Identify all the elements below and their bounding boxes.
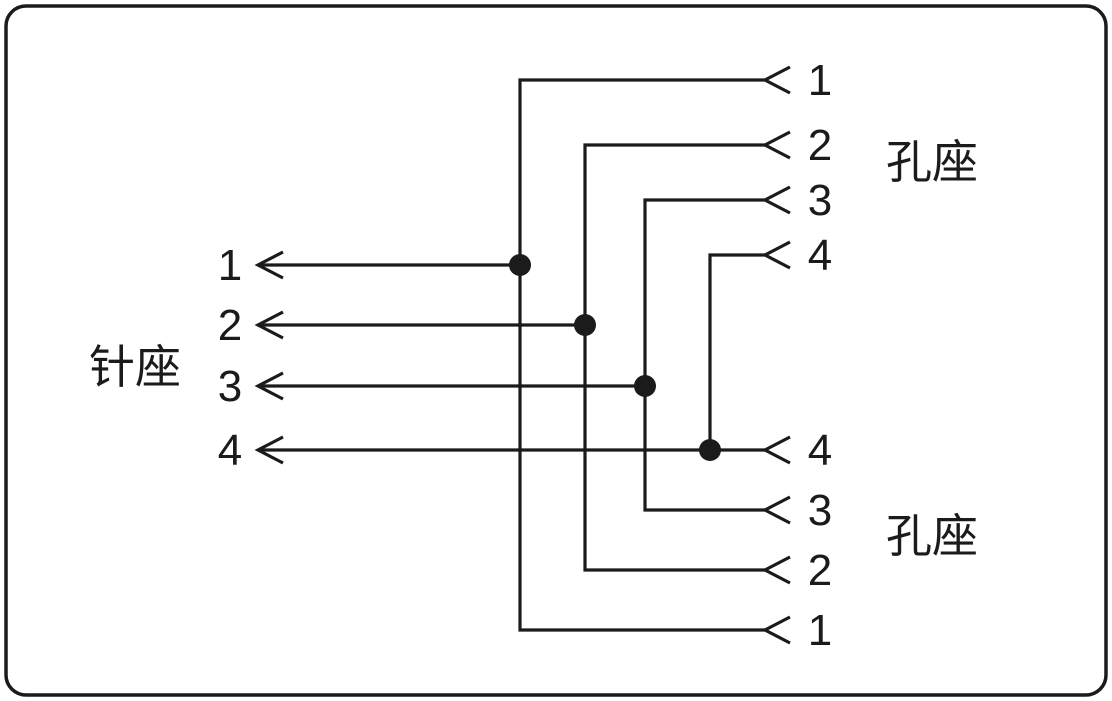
wire-net-pin-3 [258, 198, 765, 512]
junction-dot-pin-4 [699, 439, 721, 461]
bottom-right-pin-2-contact-icon [761, 555, 791, 585]
wire-net-pin-2 [258, 143, 765, 572]
left-pin-4-label: 4 [218, 426, 242, 475]
junction-dot-pin-3 [634, 375, 656, 397]
top-right-pin-2-contact-icon [761, 130, 791, 160]
bottom-right-pin-4-label: 4 [808, 426, 832, 475]
bottom-right-pin-3-contact-icon [761, 495, 791, 525]
top-right-pin-3-label: 3 [808, 176, 832, 225]
top-right-pin-3-contact-icon [761, 185, 791, 215]
junction-dot-pin-1 [509, 254, 531, 276]
bottom-right-pin-2-label: 2 [808, 546, 832, 595]
left-pin-2-contact-icon [254, 310, 284, 340]
bottom-right-pin-3-label: 3 [808, 486, 832, 535]
left-pin-4-contact-icon [254, 435, 284, 465]
top-right-pin-1-label: 1 [808, 56, 832, 105]
left-pin-3-label: 3 [218, 362, 242, 411]
top-right-connector-label: 孔座 [886, 136, 978, 188]
top-right-pin-1-contact-icon [761, 65, 791, 95]
diagram-border [4, 4, 1108, 697]
top-right-pin-4-label: 4 [808, 231, 832, 280]
bottom-right-pin-1-label: 1 [808, 606, 832, 655]
left-pin-2-label: 2 [218, 301, 242, 350]
bottom-right-pin-4-contact-icon [761, 435, 791, 465]
left-connector-label: 针座 [89, 341, 181, 393]
junction-dot-pin-2 [574, 314, 596, 336]
bottom-right-connector-label: 孔座 [886, 510, 978, 562]
top-right-pin-2-label: 2 [808, 121, 832, 170]
bottom-right-pin-1-contact-icon [761, 615, 791, 645]
top-right-pin-4-contact-icon [761, 240, 791, 270]
left-pin-1-label: 1 [218, 241, 242, 290]
left-pin-1-contact-icon [254, 250, 284, 280]
left-pin-3-contact-icon [254, 371, 284, 401]
wire-net-pin-4 [258, 253, 765, 452]
wire-net-pin-1 [258, 78, 765, 632]
